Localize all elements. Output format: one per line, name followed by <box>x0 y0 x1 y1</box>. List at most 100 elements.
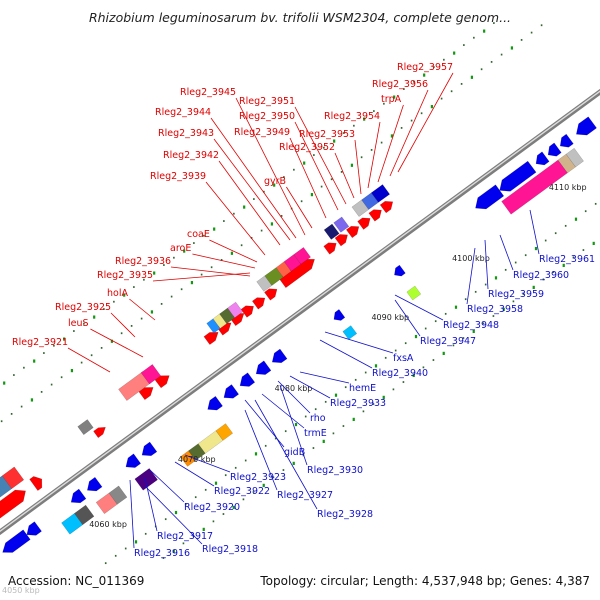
gene-label-Rleg2_3921[interactable]: Rleg2_3921 <box>12 337 68 348</box>
gene-label-Rleg2_3920[interactable]: Rleg2_3920 <box>184 502 240 513</box>
cog-box[interactable] <box>108 485 128 505</box>
gene-label-Rleg2_3945[interactable]: Rleg2_3945 <box>180 87 236 98</box>
forward-gene[interactable] <box>154 375 170 389</box>
gene-label-gyrB[interactable]: gyrB <box>264 176 286 187</box>
gene-label-Rleg2_3947[interactable]: Rleg2_3947 <box>420 336 476 347</box>
reverse-gene[interactable] <box>223 384 240 399</box>
scale-dot <box>263 190 265 193</box>
forward-gene[interactable] <box>240 305 254 318</box>
reverse-gene[interactable] <box>2 529 31 553</box>
gene-label-coaE[interactable]: coaE <box>187 229 210 240</box>
gene-label-Rleg2_3952[interactable]: Rleg2_3952 <box>279 142 335 153</box>
cog-box[interactable] <box>565 147 584 168</box>
reverse-gene[interactable] <box>26 521 42 536</box>
gene-label-Rleg2_3950[interactable]: Rleg2_3950 <box>239 111 295 122</box>
gene-label-Rleg2_3954[interactable]: Rleg2_3954 <box>324 111 380 122</box>
forward-gene[interactable] <box>203 332 219 345</box>
gene-label-hemE[interactable]: hemE <box>349 383 376 394</box>
forward-gene[interactable] <box>345 225 360 239</box>
cog-box[interactable] <box>74 504 95 526</box>
gene-label-fxsA[interactable]: fxsA <box>393 353 414 364</box>
reverse-gene[interactable] <box>535 151 550 166</box>
gene-label-Rleg2_3933[interactable]: Rleg2_3933 <box>330 398 386 409</box>
gene-label-Rleg2_3944[interactable]: Rleg2_3944 <box>155 107 211 118</box>
gene-label-Rleg2_3942[interactable]: Rleg2_3942 <box>163 150 219 161</box>
gene-label-Rleg2_3961[interactable]: Rleg2_3961 <box>539 254 595 265</box>
forward-gene[interactable] <box>264 288 278 301</box>
cog-box[interactable] <box>333 216 350 233</box>
gene-label-Rleg2_3936[interactable]: Rleg2_3936 <box>115 256 171 267</box>
cog-box[interactable] <box>293 247 311 265</box>
gene-label-Rleg2_3943[interactable]: Rleg2_3943 <box>158 128 214 139</box>
cog-box[interactable] <box>370 184 391 203</box>
cog-box[interactable] <box>227 301 244 319</box>
forward-gene[interactable] <box>93 427 106 439</box>
reverse-gene[interactable] <box>547 142 562 157</box>
forward-gene[interactable] <box>368 209 382 222</box>
gene-label-Rleg2_3935[interactable]: Rleg2_3935 <box>97 270 153 281</box>
gene-label-Rleg2_3949[interactable]: Rleg2_3949 <box>234 127 290 138</box>
forward-gene[interactable] <box>251 297 266 310</box>
reverse-gene[interactable] <box>559 133 574 148</box>
gene-label-Rleg2_3918[interactable]: Rleg2_3918 <box>202 544 258 555</box>
reverse-gene[interactable] <box>475 184 505 210</box>
gene-label-leuS[interactable]: leuS <box>68 318 89 329</box>
gene-label-Rleg2_3956[interactable]: Rleg2_3956 <box>372 79 428 90</box>
gene-label-Rleg2_3957[interactable]: Rleg2_3957 <box>397 62 453 73</box>
scale-dot <box>554 232 557 235</box>
forward-gene[interactable] <box>357 217 371 230</box>
gene-label-Rleg2_3958[interactable]: Rleg2_3958 <box>467 304 523 315</box>
gene-label-Rleg2_3960[interactable]: Rleg2_3960 <box>513 270 569 281</box>
gene-label-Rleg2_3939[interactable]: Rleg2_3939 <box>150 171 206 182</box>
forward-gene[interactable] <box>323 242 337 255</box>
forward-gene[interactable] <box>0 489 26 529</box>
gene-label-gidB[interactable]: gidB <box>284 447 305 458</box>
scale-dot <box>202 527 205 531</box>
cog-box[interactable] <box>134 468 158 491</box>
reverse-gene[interactable] <box>207 395 223 411</box>
gene-features[interactable] <box>0 116 600 553</box>
cog-box[interactable] <box>1 466 25 490</box>
cog-box[interactable] <box>323 223 340 240</box>
reverse-gene[interactable] <box>86 476 103 492</box>
gene-label-rho[interactable]: rho <box>310 413 326 424</box>
gene-label-Rleg2_3953[interactable]: Rleg2_3953 <box>299 129 355 140</box>
reverse-gene[interactable] <box>499 160 537 192</box>
gene-label-Rleg2_3959[interactable]: Rleg2_3959 <box>488 289 544 300</box>
scale-dot <box>440 97 443 100</box>
gene-label-holA[interactable]: holA <box>107 288 128 299</box>
cog-box[interactable] <box>342 325 358 340</box>
reverse-gene[interactable] <box>255 360 272 375</box>
reverse-gene[interactable] <box>239 372 256 387</box>
reverse-gene[interactable] <box>575 116 597 136</box>
gene-label-trmE[interactable]: trmE <box>304 428 327 439</box>
forward-gene[interactable] <box>29 476 43 491</box>
cog-box[interactable] <box>77 419 94 436</box>
gene-label-Rleg2_3940[interactable]: Rleg2_3940 <box>372 368 428 379</box>
gene-label-Rleg2_3930[interactable]: Rleg2_3930 <box>307 465 363 476</box>
gene-label-Rleg2_3948[interactable]: Rleg2_3948 <box>443 320 499 331</box>
gene-labels[interactable]: Rleg2_3921leuSRleg2_3925holARleg2_3935Rl… <box>12 62 595 559</box>
gene-label-Rleg2_3927[interactable]: Rleg2_3927 <box>277 490 333 501</box>
reverse-gene[interactable] <box>141 441 158 457</box>
cog-box[interactable] <box>140 364 162 385</box>
gene-label-Rleg2_3923[interactable]: Rleg2_3923 <box>230 472 286 483</box>
gene-label-Rleg2_3916[interactable]: Rleg2_3916 <box>134 548 190 559</box>
reverse-gene[interactable] <box>271 348 288 364</box>
forward-gene[interactable] <box>379 201 394 214</box>
gene-label-Rleg2_3917[interactable]: Rleg2_3917 <box>157 531 213 542</box>
gene-label-aroE[interactable]: aroE <box>170 243 191 254</box>
gene-label-Rleg2_3928[interactable]: Rleg2_3928 <box>317 509 373 520</box>
reverse-gene[interactable] <box>333 309 346 321</box>
gene-label-trpA[interactable]: trpA <box>381 94 402 105</box>
reverse-gene[interactable] <box>125 453 142 468</box>
cog-box[interactable] <box>406 285 422 301</box>
reverse-gene[interactable] <box>70 488 87 504</box>
forward-gene[interactable] <box>334 234 348 247</box>
gene-label-Rleg2_3951[interactable]: Rleg2_3951 <box>239 96 295 107</box>
cog-box[interactable] <box>215 423 234 441</box>
reverse-gene[interactable] <box>394 264 406 277</box>
gene-label-Rleg2_3922[interactable]: Rleg2_3922 <box>214 486 270 497</box>
gene-label-Rleg2_3925[interactable]: Rleg2_3925 <box>55 302 111 313</box>
